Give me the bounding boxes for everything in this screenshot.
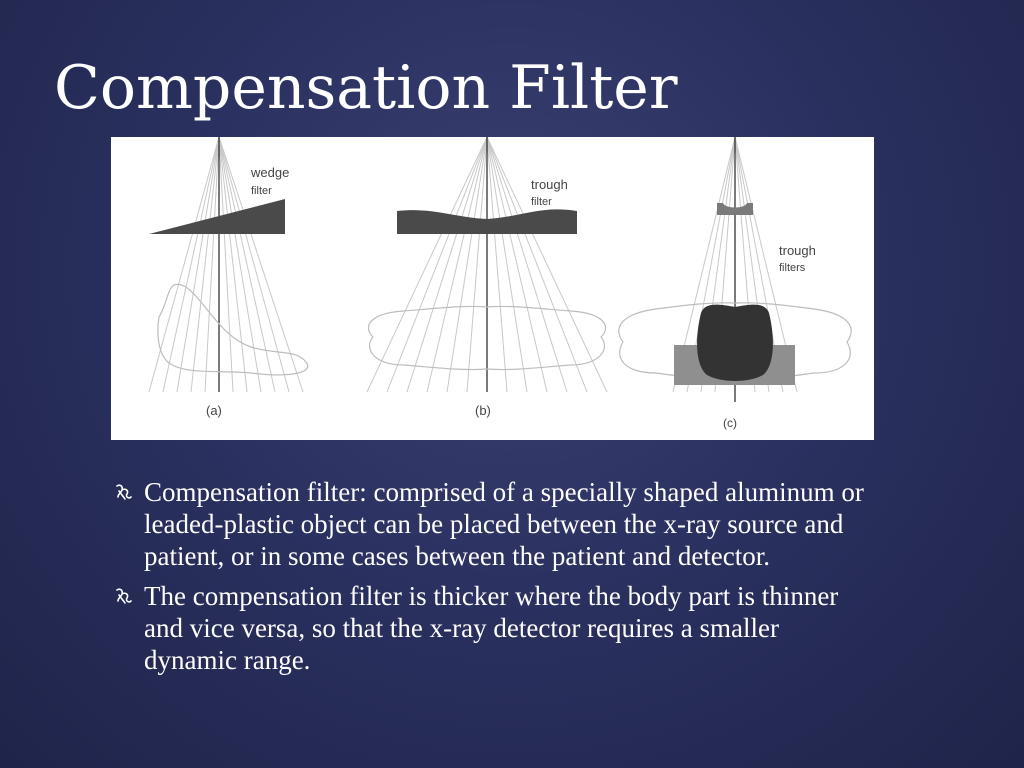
panel-c-label-line2: filters (779, 262, 806, 274)
panel-c-trough-filter (717, 203, 753, 215)
panel-c-caption: (c) (723, 416, 737, 430)
panel-a-label-line2: filter (251, 185, 272, 197)
panel-a-wedge-filter (149, 199, 285, 234)
filter-diagram-figure: wedge filter (a) (111, 137, 874, 440)
filter-diagram: wedge filter (a) (148, 137, 852, 430)
panel-a: wedge filter (a) (148, 137, 309, 418)
bullet-item: Compensation filter: comprised of a spec… (114, 476, 874, 572)
panel-b-label-line1: trough (531, 177, 568, 192)
ornament-bullet-icon (116, 588, 132, 604)
panel-a-caption: (a) (206, 403, 222, 418)
slide-title: Compensation Filter (54, 53, 678, 123)
panel-b-caption: (b) (475, 403, 491, 418)
panel-c-label-line1: trough (779, 243, 816, 258)
bullet-text: The compensation filter is thicker where… (144, 581, 839, 675)
bullet-item: The compensation filter is thicker where… (114, 580, 874, 676)
panel-c-body-part (697, 304, 773, 381)
panel-b-beam-rays (366, 137, 608, 393)
panel-b-label-line2: filter (531, 196, 552, 208)
panel-b: trough filter (b) (366, 137, 608, 418)
panel-a-beam-rays (148, 137, 304, 393)
ornament-bullet-icon (116, 484, 132, 500)
panel-b-trough-filter (397, 209, 577, 234)
panel-a-label-line1: wedge (250, 165, 289, 180)
panel-c: trough filters (c) (618, 137, 852, 430)
bullet-text: Compensation filter: comprised of a spec… (144, 477, 864, 571)
bullet-list: Compensation filter: comprised of a spec… (114, 476, 874, 684)
panel-a-body-outline (157, 283, 309, 376)
panel-b-body-outline (367, 305, 607, 371)
